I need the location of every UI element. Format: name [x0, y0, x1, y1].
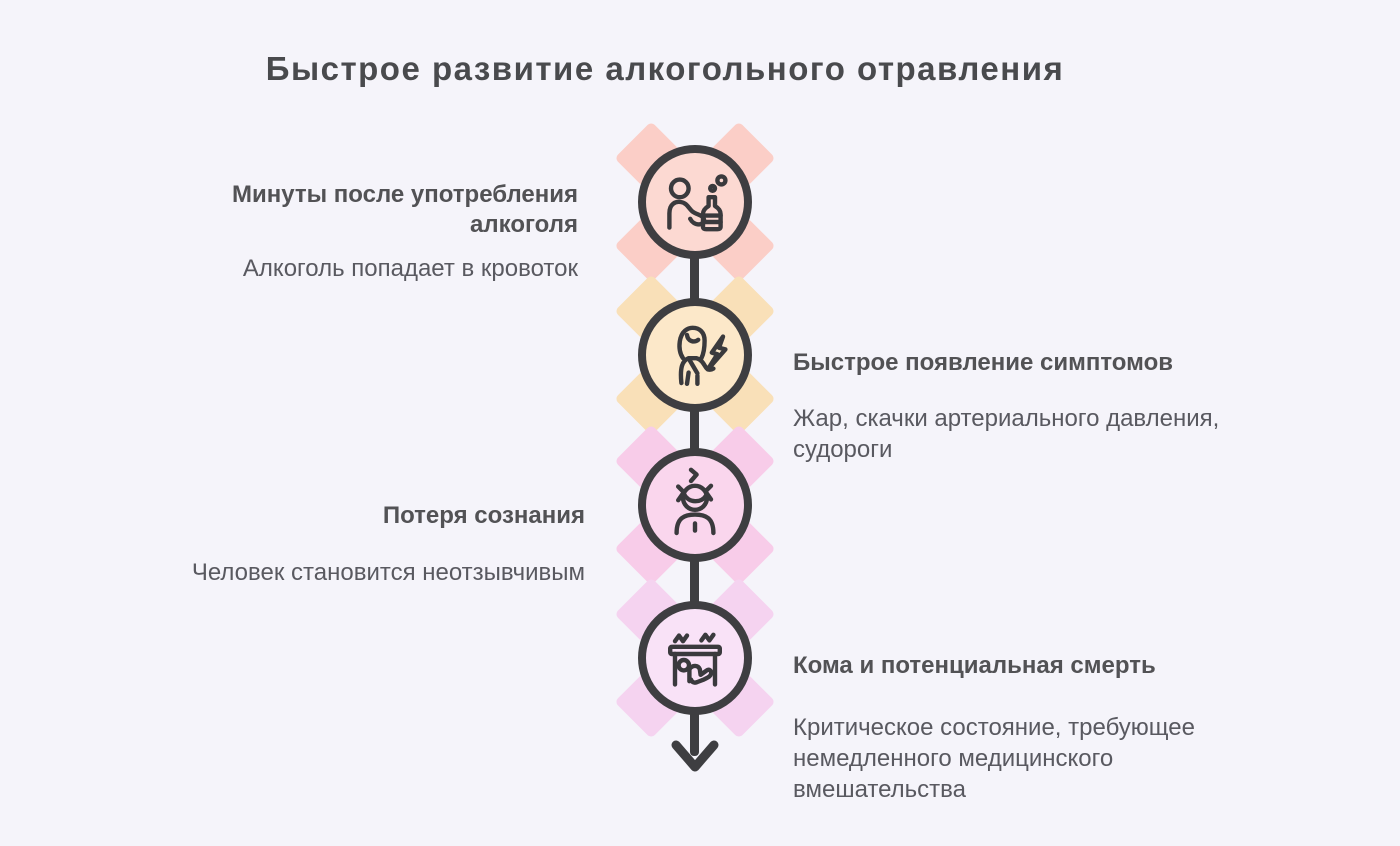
- stage-node-4: [638, 601, 752, 715]
- stage-heading: Минуты после употребления алкоголя: [231, 181, 578, 238]
- stage-description: Жар, скачки артериального давления, судо…: [793, 405, 1220, 463]
- dizzy-person-icon: [674, 467, 716, 536]
- stage-text-block-3: Потеря сознания Человек становится неотз…: [175, 501, 585, 588]
- stage-heading: Кома и потенциальная смерть: [793, 652, 1156, 679]
- stage-description: Алкоголь попадает в кровоток: [242, 255, 578, 282]
- stage-heading: Потеря сознания: [382, 502, 585, 529]
- stage-heading: Быстрое появление симптомов: [793, 349, 1173, 376]
- arrow-down-icon: [671, 740, 719, 772]
- stage-text-block-4: Кома и потенциальная смерть Критическое …: [793, 651, 1213, 805]
- stage-text-block-2: Быстрое появление симптомов Жар, скачки …: [793, 348, 1245, 465]
- person-under-table-icon: [668, 632, 722, 687]
- stage-text-block-1: Минуты после употребления алкоголя Алког…: [205, 180, 578, 284]
- stage-node-1: [638, 145, 752, 259]
- stage-node-3: [638, 448, 752, 562]
- woman-lightning-icon: [677, 325, 728, 386]
- person-drinking-icon: [667, 174, 728, 232]
- stage-description: Критическое состояние, требующее немедле…: [793, 714, 1195, 803]
- page-title: Быстрое развитие алкогольного отравления: [265, 50, 1065, 87]
- stage-node-2: [638, 298, 752, 412]
- stage-description: Человек становится неотзывчивым: [191, 559, 585, 586]
